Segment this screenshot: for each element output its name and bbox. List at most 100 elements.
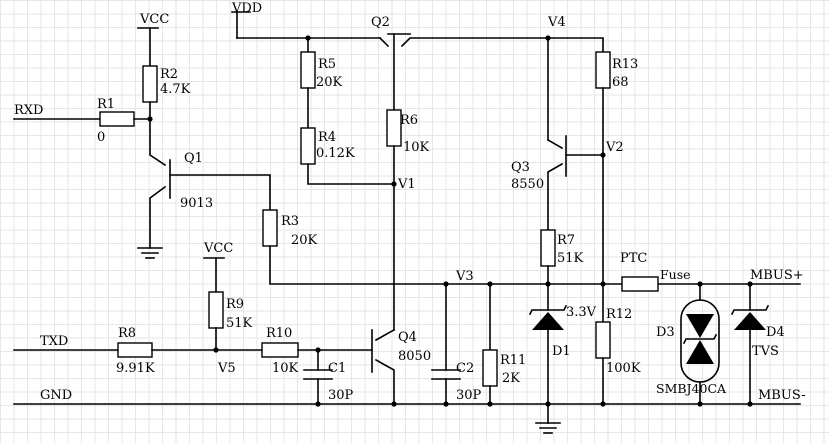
junction (545, 281, 551, 287)
r4-ref: R4 (318, 130, 336, 145)
c2-value: 30P (456, 388, 482, 403)
d4-value: TVS (752, 344, 779, 359)
d1-ref: D1 (552, 344, 571, 359)
d3-ref: D3 (656, 325, 675, 340)
v5-label: V5 (217, 361, 236, 376)
txd-label: TXD (40, 334, 68, 349)
r8-body (117, 342, 153, 358)
junction (747, 401, 753, 407)
q3-part: 8550 (511, 177, 544, 192)
junction (545, 401, 551, 407)
d4-triangle (734, 312, 766, 330)
c2-ref: C2 (456, 361, 474, 376)
wire-v4-r13 (547, 37, 604, 53)
q4-collector (374, 328, 396, 342)
q4-emitter (374, 358, 395, 405)
mbus-pos-label: MBUS+ (750, 268, 804, 283)
r13-body (595, 51, 611, 89)
vdd-label: VDD (231, 1, 262, 16)
junction-v1 (391, 181, 397, 187)
r13-value: 68 (612, 75, 629, 90)
r5-value: 20K (316, 75, 343, 90)
ptc-fuse-body (621, 276, 659, 292)
q3-collector (547, 162, 564, 231)
fuse-label: Fuse (660, 267, 691, 282)
q4-part: 8050 (398, 349, 431, 364)
d3-triangle-bottom (686, 340, 714, 364)
r3-ref: R3 (281, 214, 299, 229)
r5-ref: R5 (318, 57, 336, 72)
d3-triangle-top (686, 314, 714, 338)
q1-part: 9013 (180, 196, 213, 211)
q4-ref: Q4 (398, 330, 417, 345)
junction (600, 401, 606, 407)
q1-emitter (149, 185, 167, 249)
vcc-top-label: VCC (139, 12, 169, 27)
r11-ref: R11 (500, 353, 526, 368)
r3-body (262, 209, 278, 247)
r8-ref: R8 (118, 326, 136, 341)
r1-value: 0 (97, 130, 105, 145)
r12-value: 100K (606, 361, 641, 376)
q2-emitter (378, 36, 390, 48)
junction (391, 401, 397, 407)
v2-label: V2 (605, 140, 624, 155)
wire-v3-rail (269, 245, 801, 285)
r9-ref: R9 (226, 297, 244, 312)
v1-label: V1 (397, 177, 416, 192)
r2-body (142, 65, 158, 103)
r1-ref: R1 (97, 97, 115, 112)
r11-value: 2K (502, 371, 520, 386)
r3-value: 20K (291, 233, 318, 248)
r1-body (99, 111, 135, 127)
gnd-label: GND (40, 388, 72, 403)
r6-body (386, 109, 402, 147)
d1-value: 3.3V (566, 305, 597, 320)
r4-value: 0.12K (316, 146, 355, 161)
junction (443, 401, 449, 407)
r9-body (208, 291, 224, 329)
r7-value: 51K (557, 251, 584, 266)
vcc-mid-label: VCC (203, 241, 233, 256)
q1-collector (149, 101, 167, 167)
r9-value: 51K (226, 316, 253, 331)
d1-triangle (532, 312, 564, 330)
r6-value: 10K (403, 140, 430, 155)
r4-body (300, 127, 316, 165)
v3-label: V3 (455, 269, 474, 284)
r10-body (261, 342, 299, 358)
r5-body (300, 51, 316, 89)
r13-ref: R13 (612, 57, 638, 72)
c1-value: 30P (328, 388, 354, 403)
r10-value: 10K (272, 361, 299, 376)
q1-ref: Q1 (184, 151, 203, 166)
r11-body (482, 349, 498, 387)
r12-body (595, 321, 611, 359)
wire-q1-r3 (169, 174, 271, 211)
q3-ref: Q3 (511, 160, 530, 175)
r6-ref: R6 (400, 113, 418, 128)
r7-ref: R7 (557, 233, 575, 248)
v4-label: V4 (547, 15, 566, 30)
r7-body (540, 229, 556, 267)
junction (487, 401, 493, 407)
r8-value: 9.91K (116, 361, 155, 376)
q3-emitter (546, 138, 564, 150)
r2-ref: R2 (160, 67, 178, 82)
junction (697, 401, 703, 407)
junction-v2 (600, 152, 606, 158)
d4-ref: D4 (766, 325, 785, 340)
ptc-label: PTC (620, 251, 647, 266)
q2-ref: Q2 (371, 15, 390, 30)
wire-r4-v1 (307, 163, 395, 185)
junction (315, 401, 321, 407)
d1-bar (528, 304, 568, 316)
junction (600, 281, 606, 287)
mbus-neg-label: MBUS- (758, 388, 806, 403)
c1-ref: C1 (328, 361, 346, 376)
r2-value: 4.7K (160, 82, 191, 97)
d3-value: SMBJ40CA (656, 381, 727, 396)
r12-ref: R12 (606, 307, 632, 322)
